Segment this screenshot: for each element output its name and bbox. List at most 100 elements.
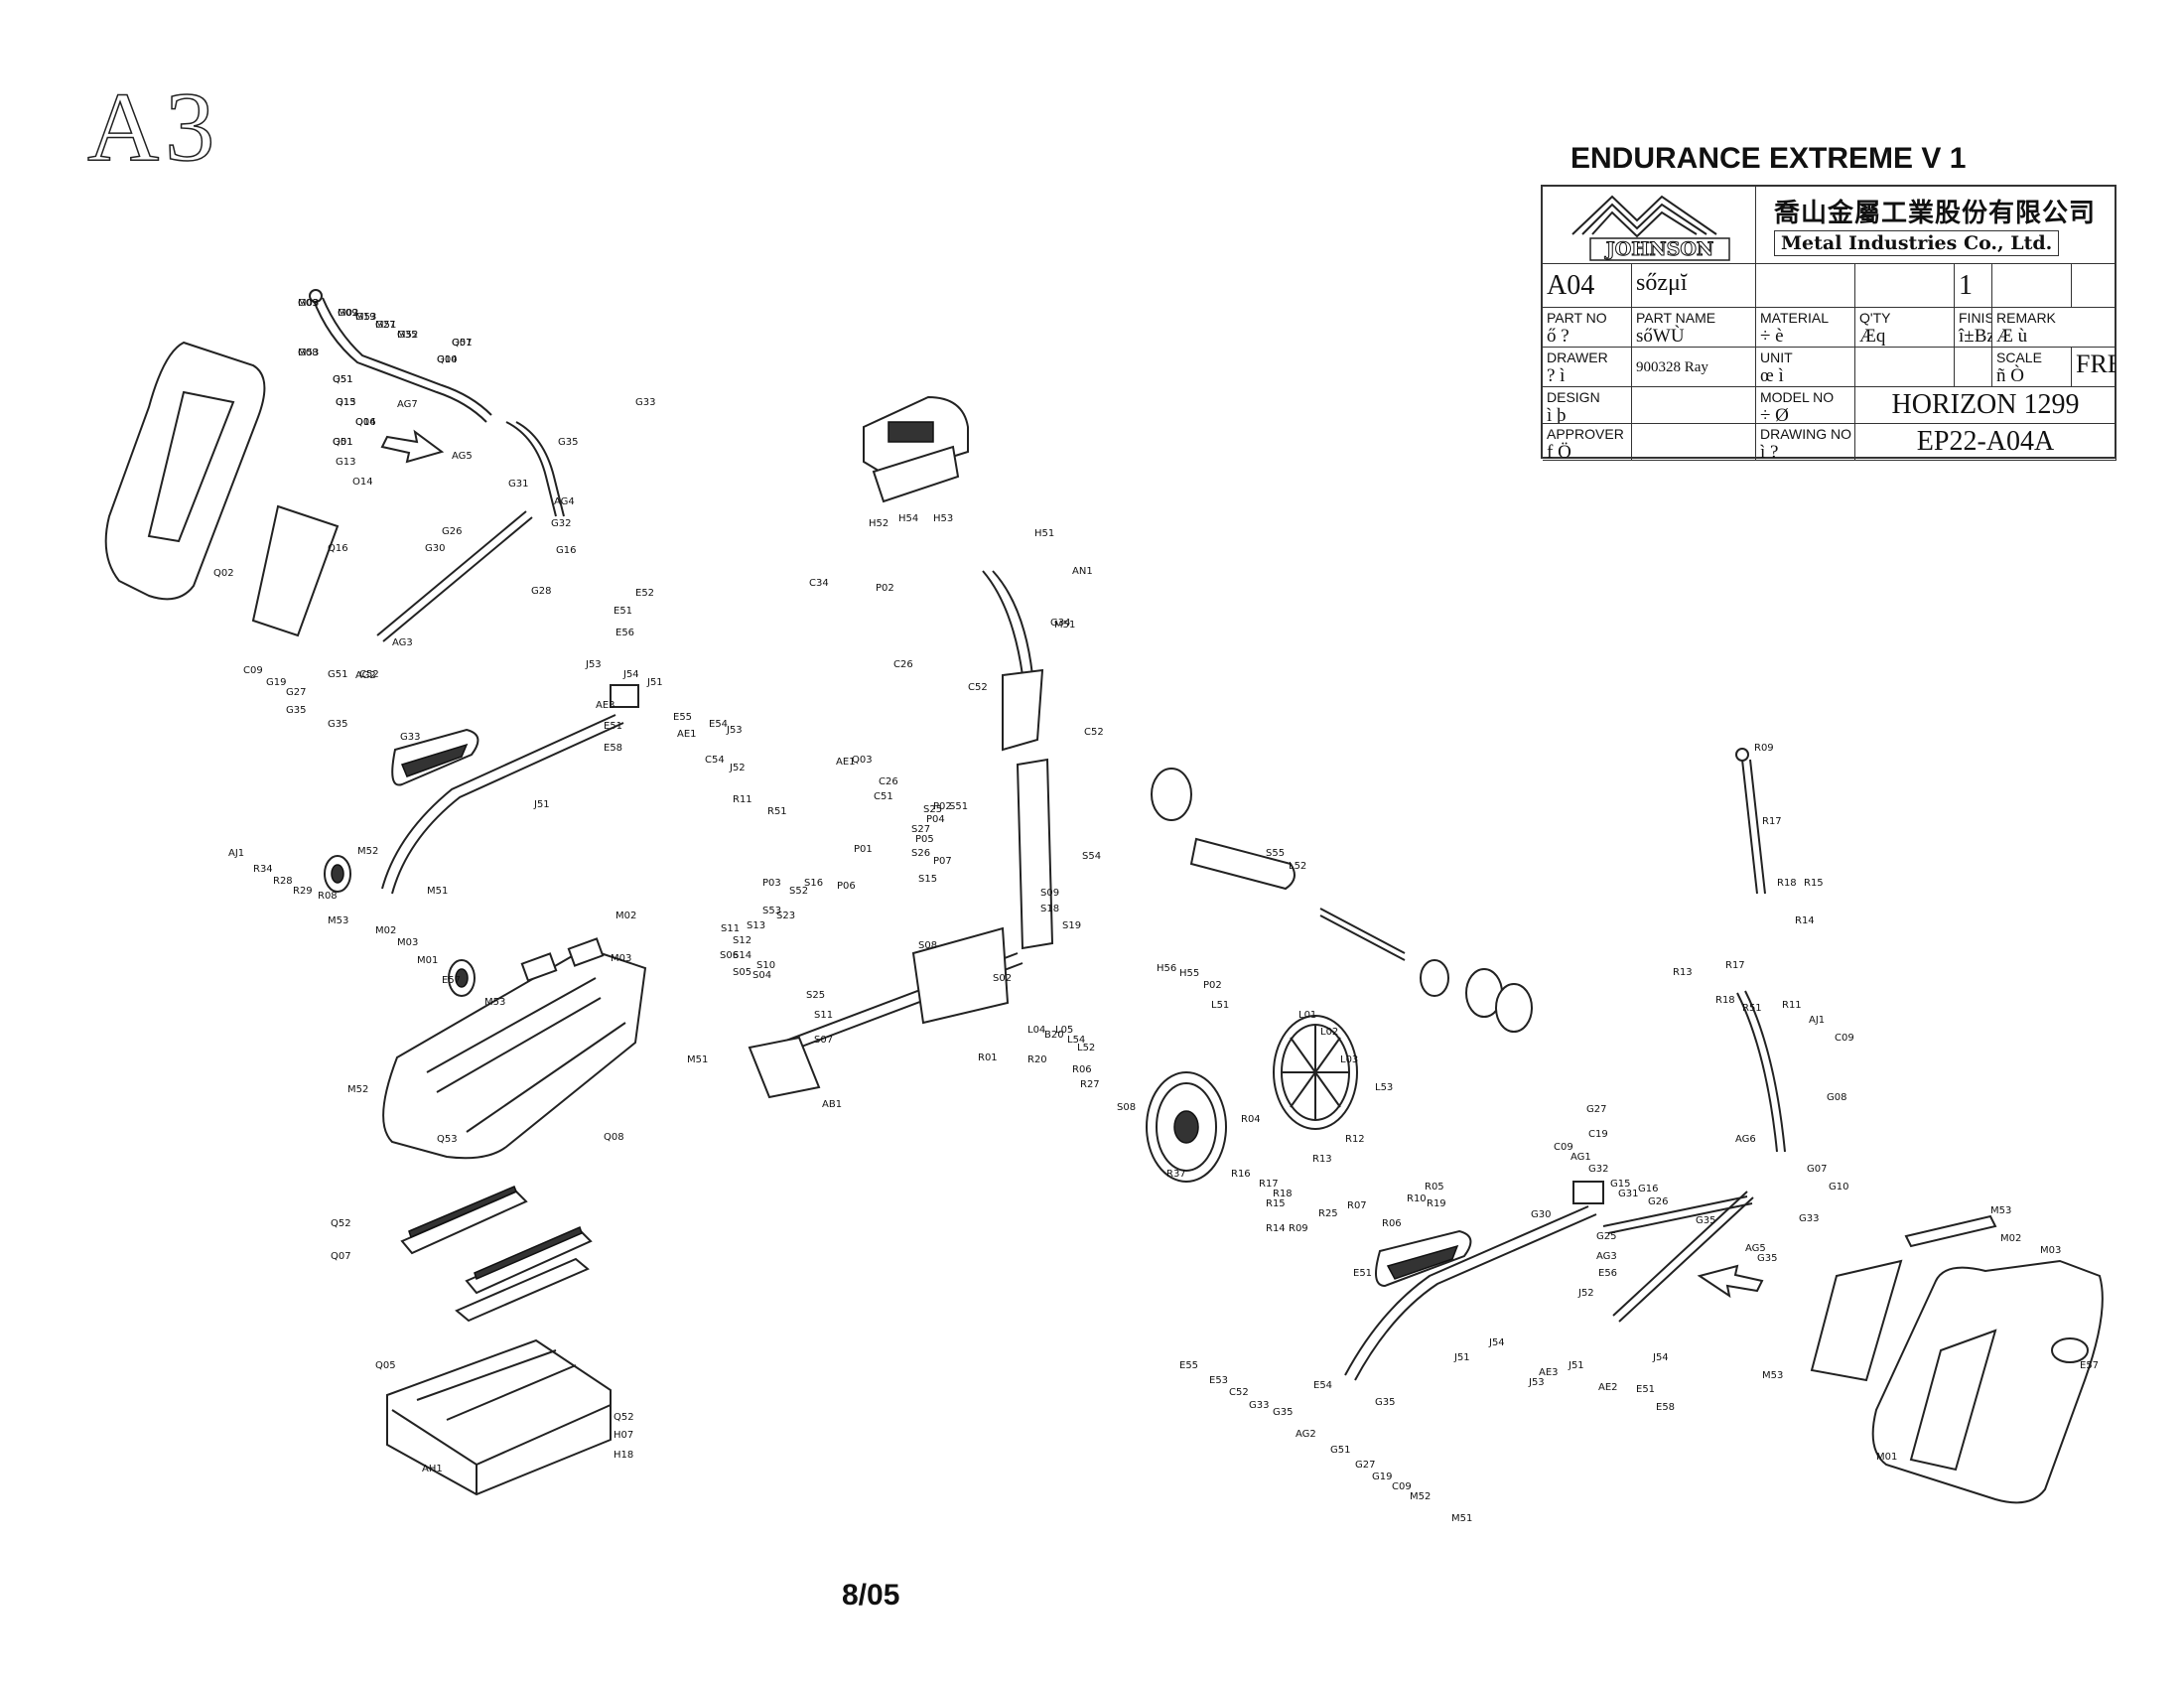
part-callout-label: R28	[273, 876, 293, 887]
part-callout-label: S07	[814, 1035, 833, 1046]
part-callout-label: M02	[338, 308, 358, 319]
part-callout-label: Q06	[355, 417, 376, 428]
part-callout-label: S25	[806, 990, 825, 1001]
part-callout-label: G33	[400, 732, 420, 743]
right-upper-handlebar	[1612, 748, 1786, 1323]
part-callout-label: C26	[879, 776, 898, 787]
part-callout-label: S11	[814, 1010, 833, 1021]
part-callout-label: C09	[1392, 1481, 1412, 1492]
part-callout-label: AE3	[596, 700, 615, 711]
part-callout-label: R11	[1782, 1000, 1802, 1011]
part-callout-label: S53	[762, 906, 781, 916]
part-callout-label: G15	[1610, 1179, 1630, 1190]
part-callout-label: G26	[1648, 1196, 1668, 1207]
part-callout-label: L05	[1055, 1025, 1073, 1036]
part-callout-label: G30	[1531, 1209, 1551, 1220]
part-callout-label: R10	[1407, 1193, 1427, 1204]
part-callout-label: E52	[635, 588, 654, 599]
part-callout-label: C54	[705, 755, 725, 766]
part-callout-label: Q15	[336, 397, 356, 408]
console-mast	[982, 570, 1044, 752]
part-callout-label: J51	[1568, 1360, 1584, 1371]
part-callout-label: M51	[687, 1054, 708, 1065]
part-callout-label: M53	[1762, 1370, 1783, 1381]
part-callout-label: G07	[1807, 1164, 1827, 1175]
part-callout-label: E53	[1209, 1375, 1228, 1386]
part-callout-label: M52	[397, 330, 418, 341]
part-callout-label: S12	[733, 935, 751, 946]
right-pedal-arm	[1344, 1181, 1753, 1381]
part-callout-label: C51	[874, 791, 893, 802]
part-callout-label: E58	[1656, 1402, 1675, 1413]
part-callout-label: C52	[1229, 1387, 1249, 1398]
part-callout-label: AG7	[397, 399, 418, 410]
part-callout-label: H18	[614, 1450, 633, 1461]
part-callout-label: M52	[1410, 1491, 1431, 1502]
part-callout-label: Q52	[614, 1412, 634, 1423]
part-callout-label: G19	[1372, 1472, 1392, 1482]
part-callout-label: H56	[1157, 963, 1176, 974]
part-callout-label: S19	[1062, 920, 1081, 931]
part-callout-label: Q08	[604, 1132, 624, 1143]
part-callout-label: Q05	[375, 1360, 396, 1371]
part-callout-label: Q16	[328, 543, 348, 554]
part-callout-label: P01	[854, 844, 873, 855]
part-callout-label: S06	[720, 950, 739, 961]
part-callout-label: G27	[1586, 1104, 1606, 1115]
part-callout-label: R04	[1241, 1114, 1261, 1125]
drawer-value: 900328 Ray	[1632, 348, 1756, 387]
part-callout-label: R09	[1289, 1223, 1308, 1234]
part-callout-label: S54	[1082, 851, 1101, 862]
part-callout-label: M01	[417, 955, 438, 966]
part-callout-label: J51	[646, 677, 663, 688]
left-upper-handlebar	[309, 289, 565, 642]
part-callout-label: Q07	[331, 1251, 351, 1262]
part-callout-label: S23	[776, 911, 795, 921]
part-callout-label: J52	[729, 763, 746, 773]
part-callout-label: R20	[1027, 1054, 1047, 1065]
part-callout-label: G33	[1799, 1213, 1819, 1224]
part-callout-label: G30	[425, 543, 445, 554]
part-callout-label: G09	[298, 298, 318, 309]
part-callout-label: S51	[949, 801, 968, 812]
part-callout-label: S26	[911, 848, 930, 859]
part-callout-label: L04	[1027, 1025, 1045, 1036]
part-callout-label: AG4	[554, 496, 575, 507]
part-callout-label: G33	[1249, 1400, 1269, 1411]
part-callout-label: C52	[359, 669, 379, 680]
part-callout-label: E51	[1636, 1384, 1655, 1395]
title-block: JOHNSON 喬山金屬工業股份有限公司 Metal Industries Co…	[1541, 185, 2116, 461]
part-callout-label: M03	[397, 937, 418, 948]
part-callout-label: R13	[1312, 1154, 1332, 1165]
right-side-shroud	[1810, 1214, 2104, 1504]
part-callout-label: R12	[1345, 1134, 1365, 1145]
part-callout-label: R05	[1425, 1182, 1444, 1193]
brand-logo: JOHNSON	[1543, 187, 1756, 264]
part-callout-label: P05	[915, 834, 934, 845]
part-callout-label: L02	[1320, 1027, 1338, 1038]
part-callout-label: S08	[918, 940, 937, 951]
part-callout-label: L03	[1340, 1054, 1358, 1065]
part-callout-label: M52	[347, 1084, 368, 1095]
part-callout-label: G27	[375, 320, 395, 331]
part-callout-label: P06	[837, 881, 856, 892]
part-callout-label: P02	[1203, 980, 1222, 991]
part-callout-label: M02	[2000, 1233, 2021, 1244]
part-callout-label: J54	[622, 669, 639, 680]
part-callout-label: S04	[752, 970, 771, 981]
part-callout-label: J54	[1488, 1337, 1505, 1348]
part-callout-label: AG2	[355, 670, 376, 681]
part-callout-label: S52	[789, 886, 808, 897]
part-callout-label: E55	[673, 712, 692, 723]
main-frame	[748, 758, 1054, 1099]
drawer-label: DRAWER? ì	[1543, 348, 1632, 387]
drawing-value: EP22-A04A	[1855, 424, 2116, 461]
part-callout-label: S02	[993, 973, 1012, 984]
mountain-logo-icon: JOHNSON	[1571, 195, 1730, 261]
console	[863, 395, 969, 503]
